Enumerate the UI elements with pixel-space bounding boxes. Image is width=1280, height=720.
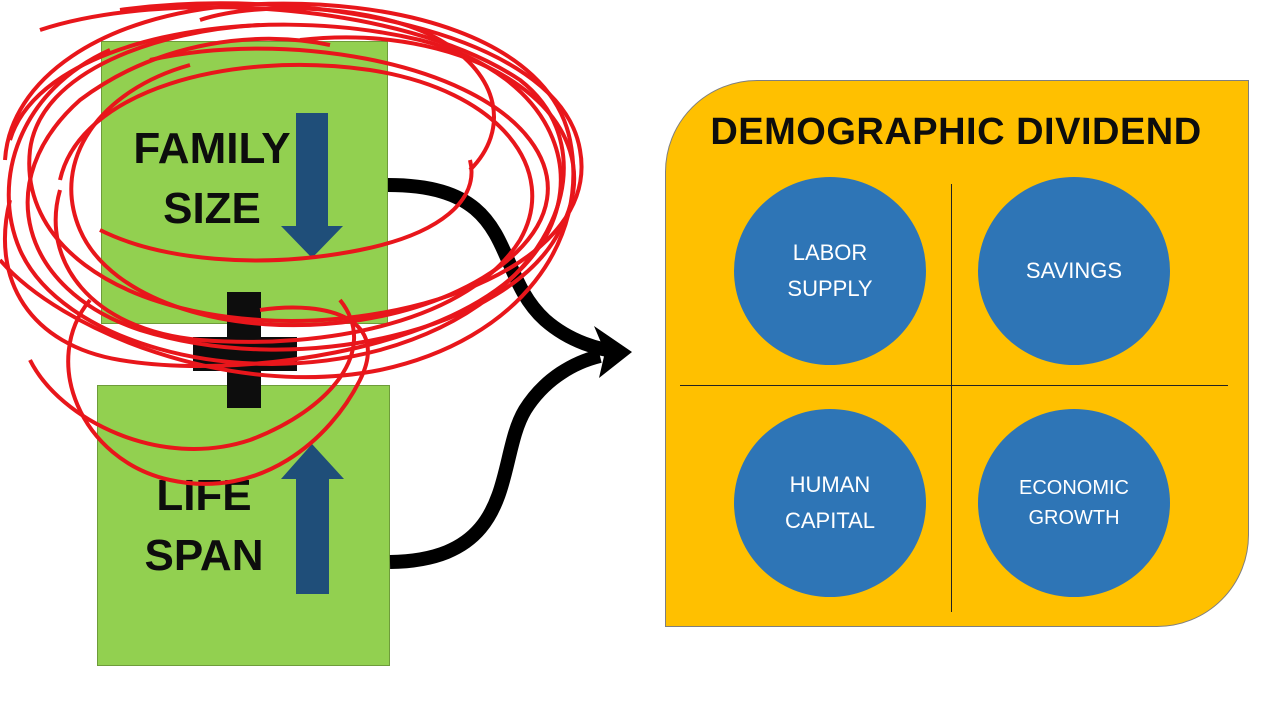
- circle-label-line1: HUMAN: [789, 472, 871, 497]
- economic-growth-circle: ECONOMIC GROWTH: [978, 409, 1170, 597]
- circle-label-line2: CAPITAL: [784, 508, 876, 533]
- circle-label-line2: SUPPLY: [787, 276, 873, 301]
- quadrant-divider-vertical: [951, 184, 952, 612]
- family-label-line1: FAMILY: [133, 124, 291, 173]
- arrow-head-icon: [594, 326, 632, 378]
- family-size-box: FAMILY SIZE: [101, 41, 388, 324]
- life-label-line2: SPAN: [144, 531, 264, 580]
- labor-supply-circle: LABOR SUPPLY: [734, 177, 926, 365]
- human-capital-circle: HUMAN CAPITAL: [734, 409, 926, 597]
- family-label-line2: SIZE: [163, 184, 261, 233]
- circle-label-line1: SAVINGS: [1025, 258, 1123, 283]
- family-size-label: FAMILY SIZE: [112, 119, 312, 239]
- life-span-box: LIFE SPAN: [97, 385, 390, 666]
- arrow-down-icon: [281, 113, 343, 258]
- circle-label-line1: LABOR: [792, 240, 868, 265]
- panel-title: DEMOGRAPHIC DIVIDEND: [710, 111, 1202, 153]
- quadrant-divider-horizontal: [680, 385, 1228, 386]
- demographic-dividend-panel: DEMOGRAPHIC DIVIDEND LABOR SUPPLY SAVING…: [665, 80, 1249, 627]
- arrow-up-icon: [281, 444, 344, 594]
- circle-label-line1: ECONOMIC: [1019, 477, 1129, 499]
- savings-circle: SAVINGS: [978, 177, 1170, 365]
- red-scribble-mark: [0, 1, 584, 486]
- circle-label-line2: GROWTH: [1028, 507, 1120, 529]
- connector-arrow-bottom: [389, 349, 602, 569]
